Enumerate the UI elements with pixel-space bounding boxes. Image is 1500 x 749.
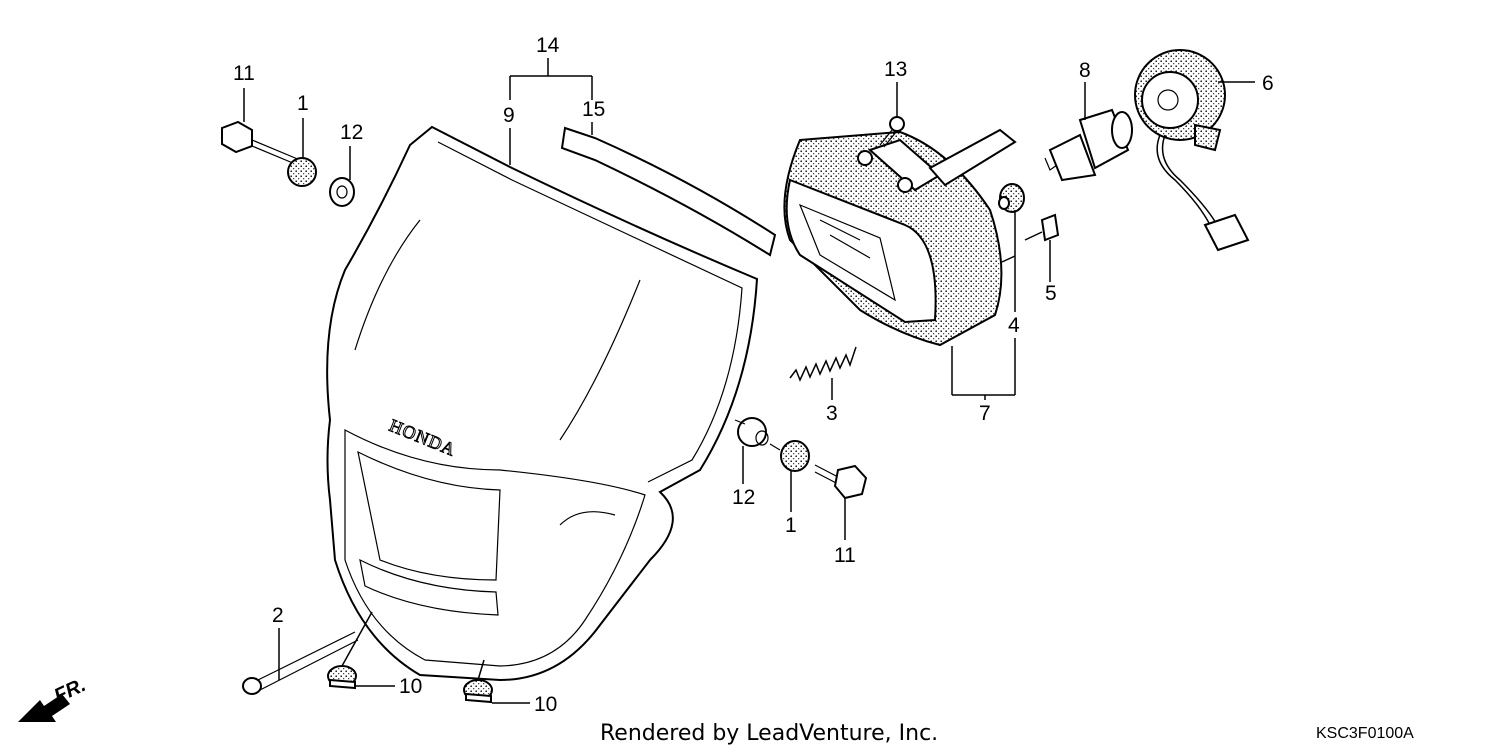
collar-12-lower (737, 417, 769, 447)
callout-8: 8 (1079, 59, 1091, 82)
callout-1-upper: 1 (297, 92, 309, 115)
callout-12-upper: 12 (340, 121, 363, 144)
clip-nut-5 (1040, 213, 1060, 242)
callout-10-right: 10 (534, 693, 557, 716)
grommet-1-lower (780, 440, 810, 472)
headlight-cover: HONDA (326, 125, 759, 682)
bulb-socket (1134, 49, 1250, 252)
callout-1-lower: 1 (785, 514, 797, 537)
callout-9: 9 (503, 104, 515, 127)
front-arrow-icon (18, 694, 70, 722)
headlight-bulb (1044, 108, 1133, 182)
grommet-4 (998, 183, 1025, 213)
callout-2: 2 (272, 604, 284, 627)
callout-5: 5 (1045, 282, 1057, 305)
callout-3: 3 (826, 402, 838, 425)
callout-14: 14 (536, 34, 560, 57)
diagram-code: KSC3F0100A (1316, 725, 1414, 742)
footer-credit: Rendered by LeadVenture, Inc. (600, 721, 938, 746)
callout-6: 6 (1262, 72, 1274, 95)
grommet-1-upper (287, 157, 317, 187)
seal-strip (560, 126, 777, 257)
callout-11-upper: 11 (233, 62, 255, 85)
callout-15: 15 (582, 98, 605, 121)
callout-7: 7 (979, 402, 991, 425)
collar-12-upper (329, 177, 355, 207)
bolt-11-upper (221, 120, 301, 167)
callout-13: 13 (884, 58, 907, 81)
bolt-11-lower (814, 464, 868, 500)
callout-4: 4 (1008, 314, 1020, 337)
headlight-unit (783, 128, 1017, 347)
nut-10-left (327, 665, 357, 690)
callout-10-left: 10 (399, 675, 422, 698)
nut-10-right (463, 679, 493, 704)
callout-11-lower: 11 (834, 544, 856, 567)
long-bolt-2 (242, 631, 359, 695)
callout-12-lower: 12 (732, 486, 755, 509)
leader-lines (243, 58, 1255, 704)
front-direction-marker: FR. (18, 674, 89, 722)
adjuster-spring-3 (789, 346, 857, 382)
